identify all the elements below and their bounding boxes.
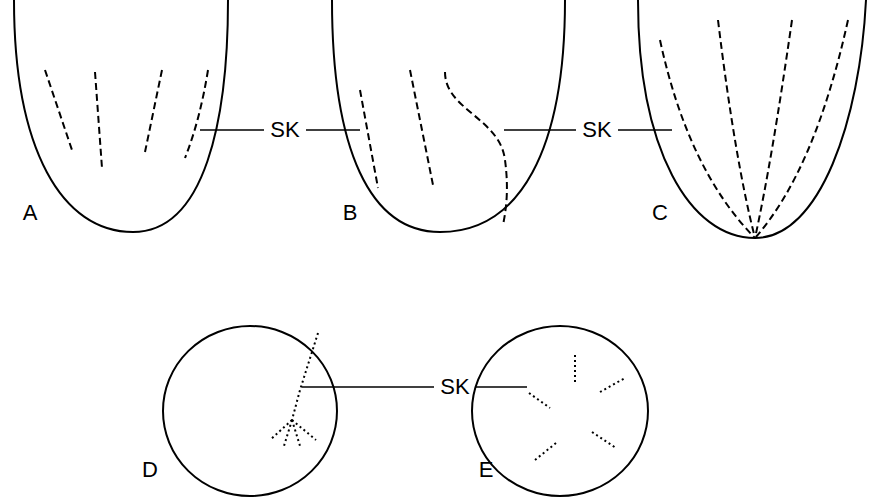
leader-line [200, 129, 264, 131]
dotted-strand [529, 393, 550, 408]
dotted-strand [535, 443, 556, 460]
cell-section [163, 326, 337, 496]
dashed-strand [360, 90, 378, 188]
dotted-strand [292, 333, 318, 420]
figure-letter: D [140, 458, 160, 482]
dotted-strand [284, 420, 292, 446]
part-label: SK [268, 118, 301, 142]
cell-outline [14, 0, 228, 232]
leader-line [302, 386, 434, 388]
sclereid-branches [270, 333, 318, 446]
dashed-strand [145, 70, 162, 152]
dotted-strand [574, 355, 576, 383]
dotted-strand [292, 420, 316, 440]
sclereid-strands [45, 70, 208, 168]
dashed-strand [410, 70, 433, 185]
dashed-strand [718, 20, 755, 238]
sclereid-spokes [529, 355, 625, 460]
dashed-strand [185, 70, 208, 158]
cell-outline [638, 0, 866, 238]
figure-letter: C [650, 201, 670, 225]
leader-line [504, 129, 576, 131]
leader-lines [200, 130, 672, 387]
cell-section [472, 326, 648, 496]
leader-line [306, 129, 360, 131]
part-label: SK [580, 118, 613, 142]
figure-letter: B [341, 201, 360, 225]
figure-letter: A [21, 201, 40, 225]
dotted-strand [592, 432, 616, 448]
part-label: SK [438, 375, 471, 399]
dashed-strand [45, 70, 72, 150]
sclereid-strands [360, 70, 507, 225]
leader-line [618, 129, 672, 131]
cell-outline [332, 0, 565, 232]
sclereid-strands [660, 20, 848, 238]
dotted-strand [600, 378, 625, 392]
dashed-strand [755, 20, 792, 238]
dashed-strand [755, 20, 848, 238]
dashed-strand [660, 40, 755, 238]
leader-line [476, 386, 527, 388]
dashed-strand [95, 72, 102, 168]
figure-letter: E [477, 458, 496, 482]
dashed-strand [445, 72, 507, 225]
